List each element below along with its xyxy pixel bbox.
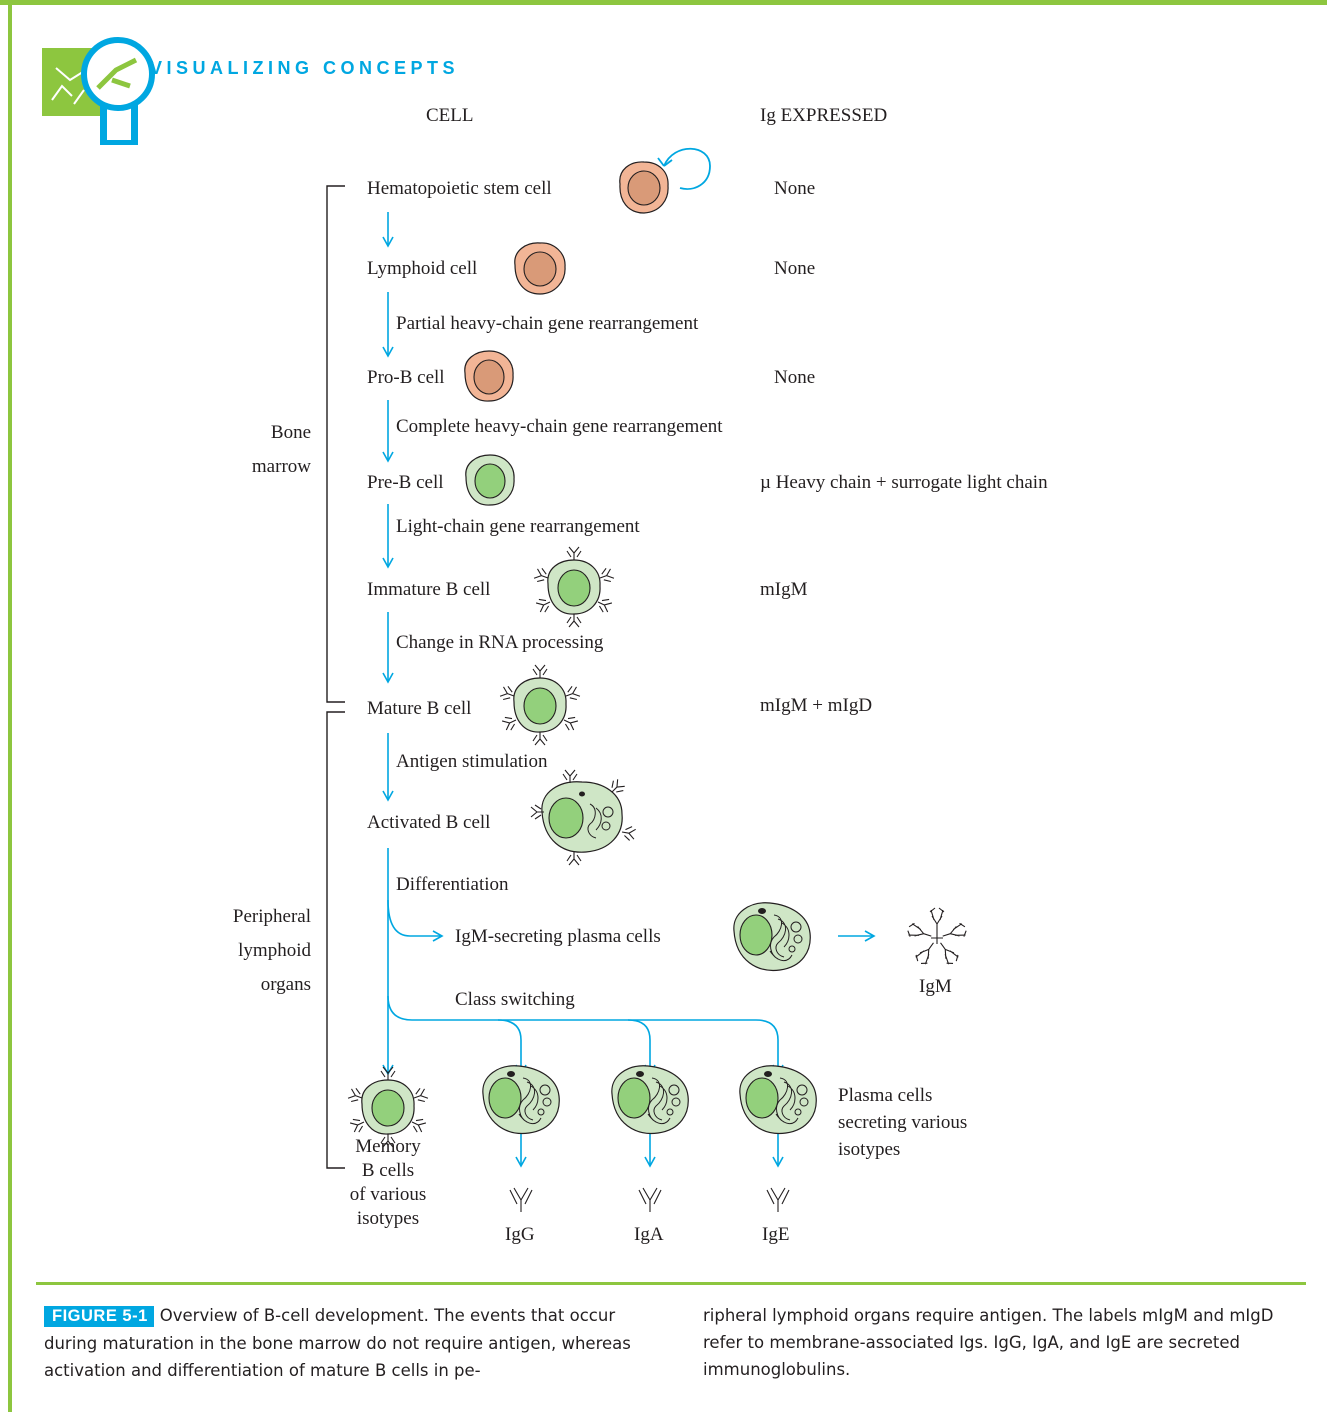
bone-marrow-bracket <box>326 185 345 703</box>
frame-top-bar <box>0 0 1327 5</box>
transition-light-chain: Light-chain gene rearrangement <box>396 516 640 537</box>
isotype-label-ige: IgE <box>762 1224 790 1245</box>
visualizing-concepts-logo-icon <box>42 37 155 145</box>
figure-caption-right: ripheral lymphoid organs require antigen… <box>703 1306 1274 1379</box>
transition-partial-heavy: Partial heavy-chain gene rearrangement <box>396 313 699 334</box>
ig-expressed-immature-b: mIgM <box>760 579 808 600</box>
arrow-to-igm-plasma <box>387 899 444 942</box>
frame-left-bar <box>8 0 12 1412</box>
isotype-label-iga: IgA <box>634 1224 664 1245</box>
section-label-peripheral: Peripheral lymphoid organs <box>232 906 311 995</box>
arrow-class-switch-ige <box>755 1019 784 1076</box>
iga-antibody-icon <box>638 1187 662 1212</box>
figure-number-badge: FIGURE 5-1 <box>44 1306 154 1327</box>
header-ig-expressed: Ig EXPRESSED <box>760 105 888 126</box>
plasma-various-label: Plasma cells secreting various isotypes <box>838 1085 968 1160</box>
ig-expressed-pro-b: None <box>774 367 816 388</box>
class-switch-branch-line <box>387 995 756 1021</box>
ig-expressed-stem-cell: None <box>774 178 816 199</box>
transition-rna-processing: Change in RNA processing <box>396 632 604 653</box>
banner-title: VISUALIZING CONCEPTS <box>150 58 460 78</box>
section-label-bone-marrow: Bone marrow <box>251 422 311 477</box>
ig-expressed-lymphoid: None <box>774 258 816 279</box>
transition-antigen-stimulation: Antigen stimulation <box>396 751 548 772</box>
igg-plasma-cell-icon <box>482 1065 560 1135</box>
igm-plasma-label: IgM-secreting plasma cells <box>455 926 661 947</box>
memory-b-cell-icon <box>346 1066 430 1148</box>
transition-class-switching: Class switching <box>455 989 575 1010</box>
caption-text-left: Overview of B-cell development. The even… <box>44 1306 631 1380</box>
lymphoid-cell-icon <box>514 242 566 295</box>
igm-label: IgM <box>919 976 952 997</box>
ig-expressed-pre-b: µ Heavy chain + surrogate light chain <box>760 472 1048 493</box>
stage-label-activated-b: Activated B cell <box>367 812 491 833</box>
activated-b-cell-icon <box>530 769 637 866</box>
stage-label-immature-b: Immature B cell <box>367 579 491 600</box>
transition-complete-heavy: Complete heavy-chain gene rearrangement <box>396 416 723 437</box>
immature-b-cell-icon <box>532 546 616 628</box>
self-renewal-arrow-icon <box>663 147 711 190</box>
igm-plasma-cell-icon <box>733 902 811 972</box>
hematopoietic-stem-cell-icon <box>619 161 669 214</box>
peripheral-bracket <box>326 711 345 1169</box>
memory-b-cells-label: Memory B cells of various isotypes <box>349 1136 427 1229</box>
pre-b-cell-icon <box>465 454 515 506</box>
transition-differentiation: Differentiation <box>396 874 509 895</box>
header-cell: CELL <box>426 105 474 126</box>
stage-label-lymphoid: Lymphoid cell <box>367 258 478 279</box>
pro-b-cell-icon <box>464 350 514 402</box>
iga-plasma-cell-icon <box>611 1065 689 1135</box>
ige-plasma-cell-icon <box>739 1065 817 1135</box>
ige-antibody-icon <box>766 1187 790 1212</box>
igm-pentamer-icon <box>907 907 967 965</box>
stage-label-stem-cell: Hematopoietic stem cell <box>367 178 552 199</box>
stage-label-pro-b: Pro-B cell <box>367 367 445 388</box>
igg-antibody-icon <box>509 1187 533 1212</box>
isotype-label-igg: IgG <box>505 1224 535 1245</box>
ig-expressed-mature-b: mIgM + mIgD <box>760 695 873 716</box>
stage-label-mature-b: Mature B cell <box>367 698 472 719</box>
stage-label-pre-b: Pre-B cell <box>367 472 444 493</box>
mature-b-cell-icon <box>498 664 582 746</box>
caption-divider <box>36 1282 1306 1285</box>
